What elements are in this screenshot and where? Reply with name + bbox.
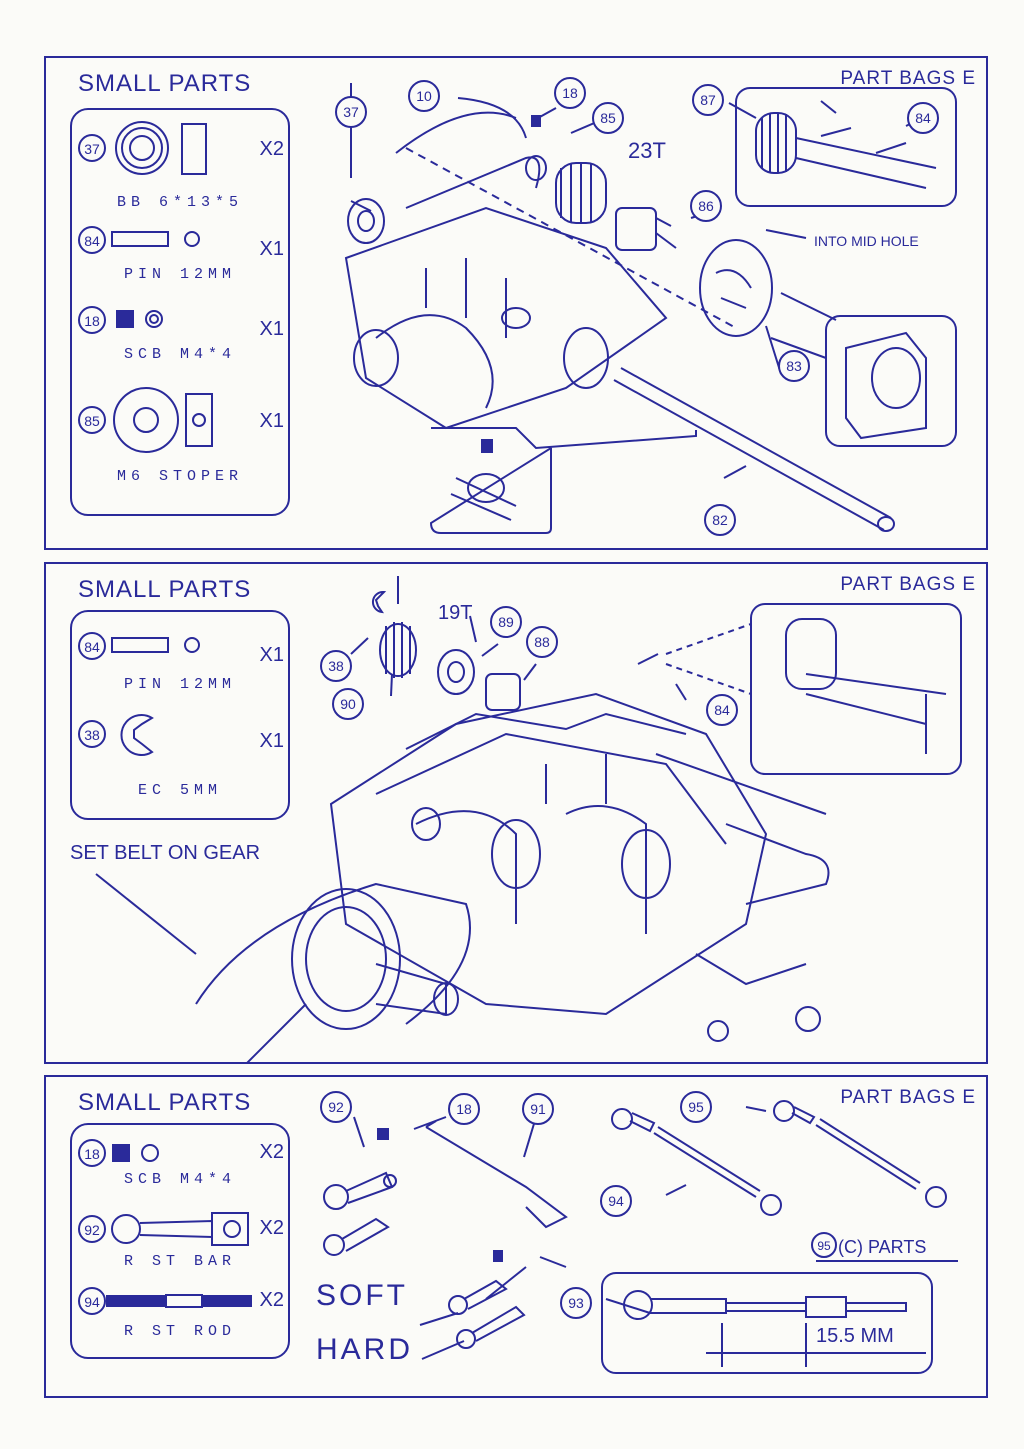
part-name: PIN 12MM <box>123 676 236 693</box>
callout-18-label: 18 <box>562 85 578 101</box>
part-name: BB 6*13*5 <box>116 194 243 211</box>
part-row-84: 84 X1 PIN 12MM <box>72 626 288 696</box>
part-row-84: 84 X1 PIN 12MM <box>72 220 288 290</box>
callout-10 <box>408 80 440 112</box>
part-bag-title: PART BAGS E <box>840 574 976 595</box>
callout-93: 93 <box>568 1295 584 1311</box>
part-name: SCB M4*4 <box>123 346 236 363</box>
callout-84-label: 84 <box>915 110 931 126</box>
svg-text:38: 38 <box>84 727 100 743</box>
part-qty: X1 <box>259 238 284 260</box>
part-row-92: 92 X2 R ST BAR <box>72 1207 288 1277</box>
c-parts-label: (C) PARTS <box>838 1237 927 1257</box>
set-screw-icon: 18 <box>78 306 163 334</box>
part-bag-title: PART BAGS E <box>840 1087 976 1108</box>
step-panel-2: SMALL PARTS PART BAGS E 84 X1 PIN 12MM 3… <box>44 562 988 1064</box>
callout-37-label: 37 <box>343 104 359 120</box>
callout-95: 95 <box>688 1099 704 1115</box>
set-screw-icon: 18 <box>78 1139 159 1167</box>
part-bag-title: PART BAGS E <box>840 68 976 89</box>
svg-text:85: 85 <box>84 413 100 429</box>
into-mid-hole-note: INTO MID HOLE <box>814 233 919 249</box>
callout-92: 92 <box>328 1099 344 1115</box>
steering-bar-icon: 92 <box>78 1212 249 1246</box>
part-row-37: 37 X2 BB 6*13*5 <box>72 120 288 211</box>
stopper-icon: 85 <box>78 387 213 453</box>
part-name: PIN 12MM <box>123 266 236 283</box>
part-qty: X2 <box>259 1217 284 1239</box>
mid-shaft-assembly-drawing: 37 10 18 85 87 84 86 83 82 <box>335 77 957 536</box>
callout-87 <box>692 84 724 116</box>
part-row-94: 94 X2 R ST ROD <box>72 1285 288 1355</box>
small-parts-title: SMALL PARTS <box>78 1089 252 1116</box>
callout-86 <box>690 190 722 222</box>
callout-83 <box>778 350 810 382</box>
callout-84: 84 <box>714 702 730 718</box>
part-name: EC 5MM <box>137 782 222 799</box>
callout-82 <box>704 504 736 536</box>
callout-18 <box>554 77 586 109</box>
part-name: R ST BAR <box>123 1253 236 1270</box>
step-panel-1: SMALL PARTS PART BAGS E 37 X2 BB 6*13*5 … <box>44 56 988 550</box>
part-qty: X1 <box>259 644 284 666</box>
part-row-18: 18 X1 SCB M4*4 <box>72 300 288 370</box>
svg-text:18: 18 <box>84 313 100 329</box>
part-qty: X2 <box>259 1289 284 1311</box>
part-qty: X2 <box>259 1141 284 1163</box>
dimension-label: 15.5 MM <box>816 1325 894 1347</box>
part-qty: X1 <box>259 730 284 752</box>
gear-label-23t: 23T <box>628 138 666 163</box>
soft-label: SOFT <box>316 1279 408 1312</box>
part-num-37: 37 <box>84 141 100 157</box>
small-parts-box: 84 X1 PIN 12MM 38 X1 EC 5MM <box>70 610 290 820</box>
svg-text:84: 84 <box>84 233 100 249</box>
set-belt-note: SET BELT ON GEAR <box>70 842 261 864</box>
part-row-18: 18 X2 SCB M4*4 <box>72 1135 288 1205</box>
callout-18: 18 <box>456 1101 472 1117</box>
svg-text:94: 94 <box>84 1294 100 1310</box>
callout-83-label: 83 <box>786 358 802 374</box>
callout-86-label: 86 <box>698 198 714 214</box>
part-row-38: 38 X1 EC 5MM <box>72 712 288 799</box>
small-parts-box: 18 X2 SCB M4*4 92 X2 R ST BAR 94 <box>70 1123 290 1359</box>
callout-95-c: 95 <box>817 1239 831 1253</box>
callout-91: 91 <box>530 1101 546 1117</box>
callout-90: 90 <box>340 696 356 712</box>
part-qty: X1 <box>259 318 284 340</box>
svg-text:18: 18 <box>84 1146 100 1162</box>
callout-89: 89 <box>498 614 514 630</box>
part-name: R ST ROD <box>123 1323 236 1340</box>
step-panel-3: SMALL PARTS PART BAGS E 18 X2 SCB M4*4 9… <box>44 1075 988 1398</box>
small-parts-title: SMALL PARTS <box>78 576 252 603</box>
callout-84 <box>907 102 939 134</box>
callout-94: 94 <box>608 1193 624 1209</box>
part-name: M6 STOPER <box>116 468 243 485</box>
pin-icon: 84 <box>78 226 200 254</box>
pin-icon: 84 <box>78 632 200 660</box>
svg-text:84: 84 <box>84 639 100 655</box>
svg-text:92: 92 <box>84 1222 100 1238</box>
callout-38: 38 <box>328 658 344 674</box>
callout-37 <box>335 96 367 128</box>
small-parts-title: SMALL PARTS <box>78 70 252 97</box>
callout-87-label: 87 <box>700 92 716 108</box>
steering-rod-icon: 94 <box>78 1287 252 1315</box>
callout-85 <box>592 102 624 134</box>
gear-install-drawing: 89 88 38 90 84 <box>95 576 962 1062</box>
callout-88: 88 <box>534 634 550 650</box>
steering-linkage-drawing: 92 18 91 95 94 93 95 <box>320 1091 958 1374</box>
callout-10-label: 10 <box>416 88 432 104</box>
part-row-85: 85 X1 M6 STOPER <box>72 380 288 485</box>
small-parts-box: 37 X2 BB 6*13*5 84 X1 PIN 12MM <box>70 108 290 516</box>
bearing-icon: 37 <box>78 121 207 175</box>
hard-label: HARD <box>316 1333 414 1366</box>
part-name: SCB M4*4 <box>123 1171 236 1188</box>
e-clip-icon: 38 <box>78 714 154 756</box>
callout-85-label: 85 <box>600 110 616 126</box>
part-qty: X1 <box>259 410 284 432</box>
gear-label-19t: 19T <box>438 602 473 624</box>
callout-82-label: 82 <box>712 512 728 528</box>
part-qty: X2 <box>259 138 284 160</box>
